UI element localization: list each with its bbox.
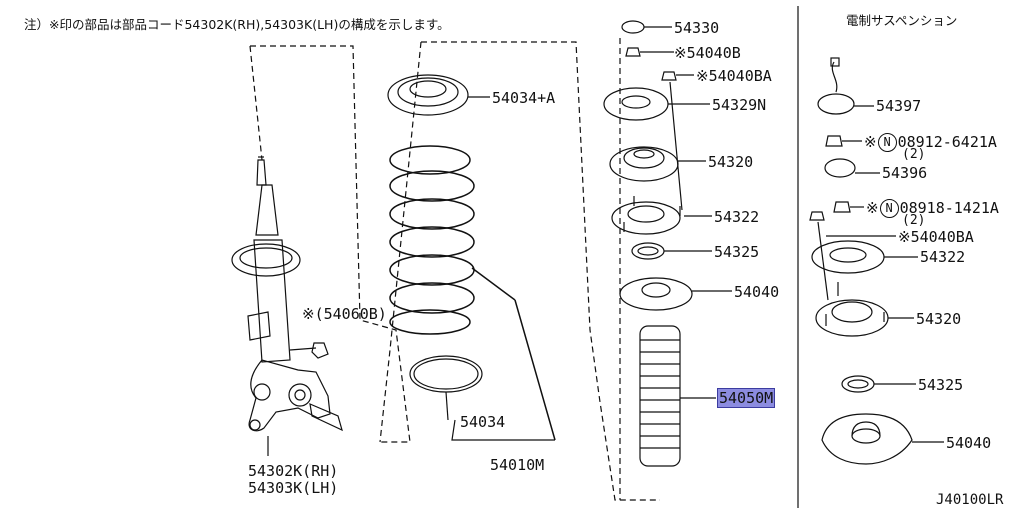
label-54034[interactable]: 54034 [460, 413, 506, 431]
label-54302K[interactable]: 54302K(RH) [248, 462, 339, 480]
label-r-08912-mark: ※ [864, 133, 877, 151]
nut-r-54040BA [809, 211, 896, 301]
label-54329N[interactable]: 54329N [712, 96, 767, 114]
label-54060B[interactable]: ※(54060B) [302, 305, 387, 323]
bolt-08918 [833, 201, 864, 213]
washer-r-54325 [841, 375, 916, 393]
cap-54330 [621, 20, 672, 34]
label-r-54320[interactable]: 54320 [916, 310, 962, 328]
bolt-08912 [825, 135, 862, 147]
actuator-54397 [817, 57, 874, 115]
mount-54322 [611, 196, 712, 235]
nut-54040B [625, 47, 674, 57]
label-r-54397[interactable]: 54397 [876, 97, 922, 115]
label-r-54040[interactable]: 54040 [946, 434, 992, 452]
label-54303K[interactable]: 54303K(LH) [248, 479, 339, 497]
label-54050M[interactable]: 54050M [716, 388, 776, 408]
coil-spring [389, 145, 556, 441]
group-outline-strut [249, 45, 411, 443]
plate-r-54322 [811, 240, 918, 274]
bump-54040 [619, 277, 732, 311]
label-r-54322[interactable]: 54322 [920, 248, 966, 266]
label-r-08912-number: 08912-6421A [897, 133, 997, 151]
label-54320[interactable]: 54320 [708, 153, 754, 171]
washer-54325 [631, 242, 712, 260]
label-r-08912-qty: (2) [902, 147, 926, 162]
label-54034A[interactable]: 54034+A [492, 89, 556, 107]
spring-seat-54034 [409, 355, 555, 441]
group-outline-spring [379, 41, 660, 501]
section-title: 電制サスペンション [846, 13, 958, 28]
strut-assembly [231, 156, 343, 456]
mount-r-54320 [815, 282, 914, 337]
label-r-08918-mark: ※ [866, 199, 879, 217]
label-54010M[interactable]: 54010M [490, 456, 545, 474]
bump-r-54040 [821, 413, 944, 465]
label-54330[interactable]: 54330 [674, 19, 720, 37]
label-54325[interactable]: 54325 [714, 243, 760, 261]
label-54040B[interactable]: ※54040B [674, 44, 741, 62]
label-r-54325[interactable]: 54325 [918, 376, 964, 394]
plate-54329N [603, 81, 710, 211]
spring-seat-54034A [387, 74, 490, 116]
label-54040BA[interactable]: ※54040BA [696, 67, 772, 85]
label-r-08918-qty: (2) [902, 213, 926, 228]
circled-n-icon: N [877, 133, 897, 152]
bracket-54396 [824, 158, 880, 178]
dust-boot-54050M [639, 325, 716, 467]
label-r-54396[interactable]: 54396 [882, 164, 928, 182]
label-r-54040BA[interactable]: ※54040BA [898, 228, 974, 246]
circled-n-icon: N [879, 199, 899, 218]
nut-54040BA [661, 71, 694, 81]
label-r-08918-number: 08918-1421A [899, 199, 999, 217]
label-54040[interactable]: 54040 [734, 283, 780, 301]
label-54322[interactable]: 54322 [714, 208, 760, 226]
mount-54320 [609, 146, 706, 182]
label-54050M-highlight: 54050M [716, 388, 776, 408]
diagram-code: J40100LR [936, 492, 1004, 508]
note-text: 注）※印の部品は部品コード54302K(RH),54303K(LH)の構成を示し… [24, 17, 450, 32]
